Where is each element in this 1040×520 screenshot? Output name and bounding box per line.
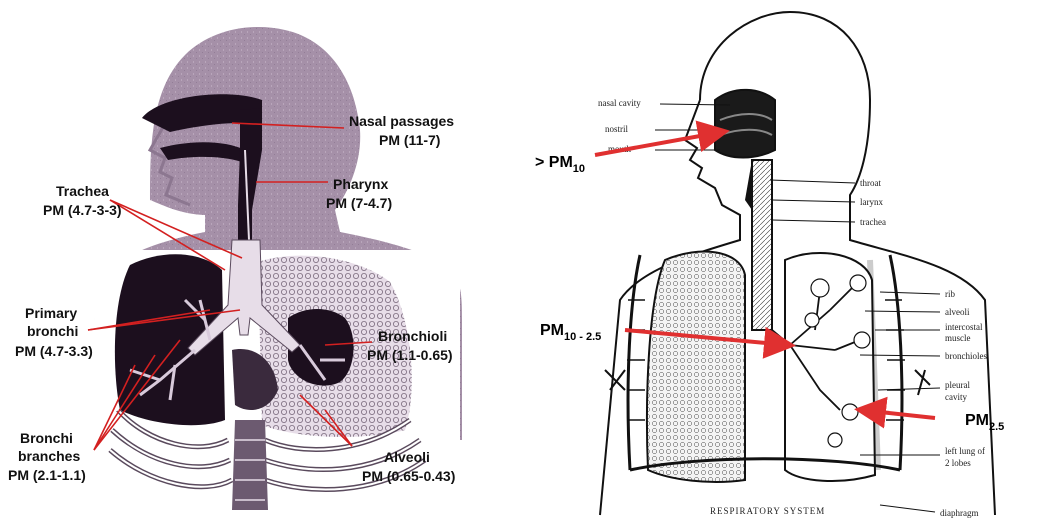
- label-nasal-pm: PM (11-7): [379, 132, 440, 148]
- label-primary-2: bronchi: [27, 323, 78, 339]
- label-pharynx-pm: PM (7-4.7): [326, 195, 392, 211]
- label-leftlung-2: 2 lobes: [945, 458, 971, 468]
- label-nasal-cavity: nasal cavity: [598, 98, 641, 108]
- label-larynx: larynx: [860, 197, 883, 207]
- label-throat: throat: [860, 178, 881, 188]
- pm25-label: PM2.5: [965, 412, 1004, 433]
- label-pleural-2: cavity: [945, 392, 967, 402]
- label-intercostal-1: intercostal: [945, 322, 983, 332]
- pm10-25-label: PM10 - 2.5: [540, 322, 601, 343]
- pm10-label: > PM10: [535, 154, 585, 175]
- label-intercostal-2: muscle: [945, 333, 971, 343]
- right-trachea: [752, 160, 772, 330]
- label-diaphragm: diaphragm: [940, 508, 979, 518]
- label-bronchioles: bronchioles: [945, 351, 987, 361]
- label-trachea: Trachea: [56, 183, 109, 199]
- label-branches-2: branches: [18, 448, 80, 464]
- spine: [232, 420, 268, 510]
- label-pharynx: Pharynx: [333, 176, 388, 192]
- label-branches-pm: PM (2.1-1.1): [8, 467, 86, 483]
- label-alveoli: Alveoli: [384, 449, 430, 465]
- right-left-lung: [647, 252, 745, 482]
- label-trachea-small: trachea: [860, 217, 886, 227]
- label-bronchioli-pm: PM (1.1-0.65): [367, 347, 453, 363]
- label-trachea-pm: PM (4.7-3-3): [43, 202, 122, 218]
- label-rib: rib: [945, 289, 955, 299]
- label-nostril: nostril: [605, 124, 629, 134]
- label-leftlung-1: left lung of: [945, 446, 985, 456]
- label-branches-1: Bronchi: [20, 430, 73, 446]
- label-primary-pm: PM (4.7-3.3): [15, 343, 93, 359]
- label-alveoli-pm: PM (0.65-0.43): [362, 468, 455, 484]
- label-alveoli-small: alveoli: [945, 307, 970, 317]
- left-anatomy-figure: Nasal passages PM (11-7) Pharynx PM (7-4…: [8, 27, 462, 510]
- label-nasal-passages: Nasal passages: [349, 113, 454, 129]
- label-primary-1: Primary: [25, 305, 77, 321]
- nasal-cavity: [715, 90, 775, 158]
- label-pleural-1: pleural: [945, 380, 970, 390]
- caption-respiratory-system: RESPIRATORY SYSTEM: [710, 506, 825, 516]
- label-bronchioli: Bronchioli: [378, 328, 447, 344]
- right-anatomy-figure: [600, 12, 995, 515]
